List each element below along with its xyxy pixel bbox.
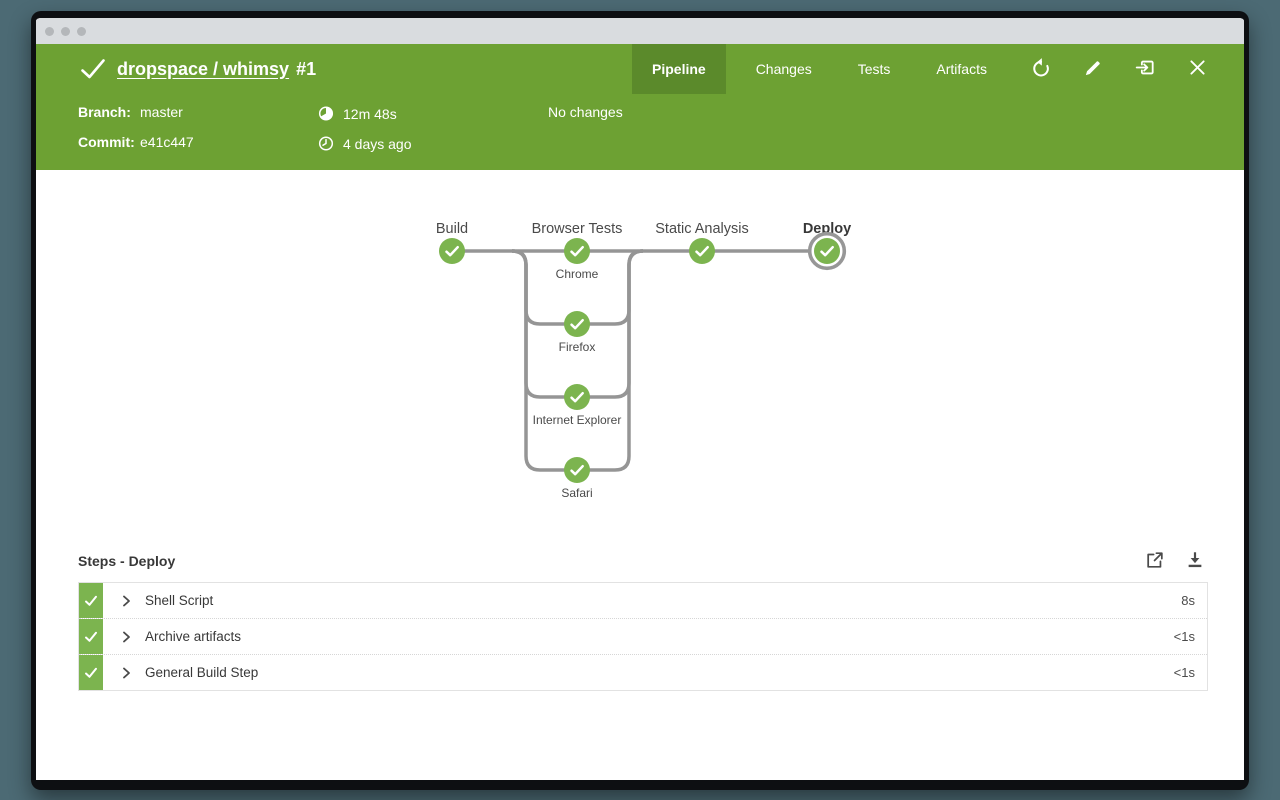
close-button[interactable]: [1187, 57, 1208, 81]
tab-tests[interactable]: Tests: [842, 44, 907, 94]
chevron-right-icon[interactable]: [121, 583, 132, 618]
exit-icon: [1134, 56, 1157, 82]
branch-label-chrome: Chrome: [556, 267, 599, 281]
stage-label-build: Build: [436, 221, 468, 237]
download-log-button[interactable]: [1185, 550, 1205, 573]
stage-label-browser-tests: Browser Tests: [532, 221, 623, 237]
rerun-icon: [1029, 56, 1052, 82]
steps-toolbar: [1145, 550, 1205, 573]
step-status-success: [79, 583, 103, 618]
status-check-icon: [80, 58, 106, 80]
window-titlebar: [36, 18, 1244, 44]
check-icon: [84, 595, 98, 607]
run-title-link[interactable]: dropspace / whimsy: [117, 59, 289, 80]
pipeline-node-firefox[interactable]: [564, 311, 590, 337]
step-row-shell-script[interactable]: Shell Script 8s: [79, 583, 1207, 619]
step-row-archive-artifacts[interactable]: Archive artifacts <1s: [79, 619, 1207, 655]
external-link-icon: [1145, 550, 1165, 573]
chevron-right-icon[interactable]: [121, 655, 132, 690]
run-tabs: Pipeline Changes Tests Artifacts: [632, 44, 1003, 94]
step-status-success: [79, 619, 103, 654]
step-status-success: [79, 655, 103, 690]
duration-value: 12m 48s: [343, 106, 397, 122]
branch-label-safari: Safari: [561, 486, 592, 500]
window-control-dot[interactable]: [61, 27, 70, 36]
pipeline-connectors: [452, 251, 827, 470]
edit-icon: [1082, 57, 1104, 82]
close-icon: [1187, 57, 1208, 81]
step-label: General Build Step: [145, 655, 258, 690]
check-icon: [84, 631, 98, 643]
stage-label-static-analysis: Static Analysis: [655, 221, 749, 237]
pipeline-node-internet-explorer[interactable]: [564, 384, 590, 410]
step-row-general-build-step[interactable]: General Build Step <1s: [79, 655, 1207, 691]
run-header: dropspace / whimsy #1 Pipeline Changes T…: [36, 44, 1244, 94]
steps-table: Shell Script 8s Archive artifacts <1s: [78, 582, 1208, 691]
commit-label: Commit:: [78, 134, 135, 150]
pipeline-graph: Build Browser Tests Static Analysis Depl…: [400, 202, 870, 512]
download-icon: [1185, 550, 1205, 573]
branch-label: Branch:: [78, 104, 131, 120]
app-window: dropspace / whimsy #1 Pipeline Changes T…: [31, 11, 1249, 790]
chevron-right-icon[interactable]: [121, 619, 132, 654]
changes-summary: No changes: [548, 104, 623, 124]
run-info-bar: Branch: master Commit: e41c447 12m 48s: [36, 94, 1244, 170]
time-ago-info: 4 days ago: [318, 134, 412, 154]
pipeline-node-build[interactable]: [439, 238, 465, 264]
branch-label-firefox: Firefox: [559, 340, 596, 354]
pipeline-node-chrome[interactable]: [564, 238, 590, 264]
duration-icon: [318, 105, 343, 124]
time-ago-value: 4 days ago: [343, 136, 412, 152]
duration-info: 12m 48s: [318, 104, 397, 124]
tab-changes[interactable]: Changes: [740, 44, 828, 94]
step-duration: <1s: [1174, 655, 1207, 690]
build-number: #1: [296, 59, 316, 80]
step-duration: 8s: [1181, 583, 1207, 618]
edit-button[interactable]: [1082, 57, 1104, 82]
commit-value: e41c447: [140, 134, 194, 150]
clock-icon: [318, 135, 343, 154]
pipeline-view: Build Browser Tests Static Analysis Depl…: [36, 170, 1244, 780]
pipeline-node-safari[interactable]: [564, 457, 590, 483]
header-actions: [1029, 44, 1208, 94]
check-icon: [84, 667, 98, 679]
steps-header: Steps - Deploy: [78, 548, 1205, 574]
tab-pipeline[interactable]: Pipeline: [632, 44, 726, 94]
branch-value: master: [140, 104, 183, 120]
window-control-dot[interactable]: [77, 27, 86, 36]
branch-label-internet-explorer: Internet Explorer: [533, 413, 622, 427]
window-control-dot[interactable]: [45, 27, 54, 36]
step-duration: <1s: [1174, 619, 1207, 654]
tab-artifacts[interactable]: Artifacts: [920, 44, 1003, 94]
pipeline-node-deploy-selected[interactable]: [810, 234, 845, 269]
run-title-group: dropspace / whimsy #1: [80, 44, 316, 94]
commit-info: Commit: e41c447: [78, 134, 135, 154]
exit-button[interactable]: [1134, 56, 1157, 82]
open-log-button[interactable]: [1145, 550, 1165, 573]
rerun-button[interactable]: [1029, 56, 1052, 82]
branch-info: Branch: master: [78, 104, 131, 124]
step-label: Shell Script: [145, 583, 213, 618]
step-label: Archive artifacts: [145, 619, 241, 654]
steps-heading: Steps - Deploy: [78, 553, 175, 569]
pipeline-node-static-analysis[interactable]: [689, 238, 715, 264]
